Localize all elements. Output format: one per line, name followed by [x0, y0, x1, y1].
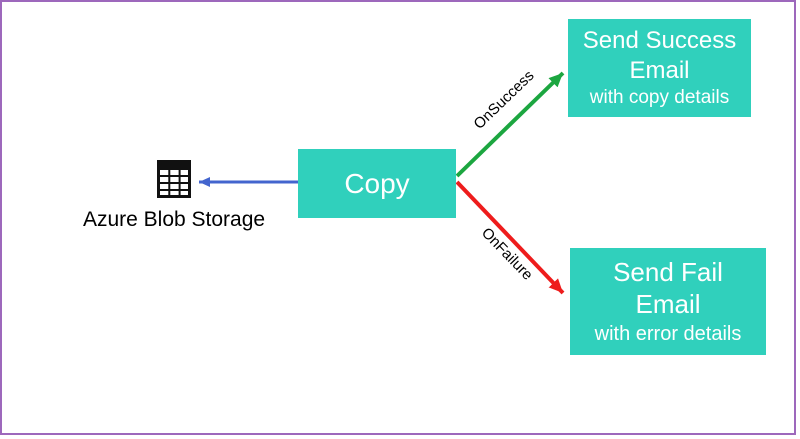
success-title: Send Success Email	[582, 27, 737, 84]
edge-on-failure	[455, 180, 565, 295]
table-icon	[157, 160, 191, 198]
fail-subtitle: with error details	[594, 322, 742, 345]
node-copy-activity: Copy	[298, 149, 456, 218]
edge-on-success	[455, 71, 565, 178]
node-send-fail-email: Send Fail Email with error details	[570, 248, 766, 355]
fail-title: Send Fail Email	[613, 257, 723, 319]
success-subtitle: with copy details	[589, 86, 730, 108]
node-azure-blob-storage: Azure Blob Storage	[83, 160, 265, 232]
node-send-success-email: Send Success Email with copy details	[568, 19, 751, 117]
copy-activity-label: Copy	[344, 167, 410, 199]
source-label: Azure Blob Storage	[82, 208, 266, 231]
